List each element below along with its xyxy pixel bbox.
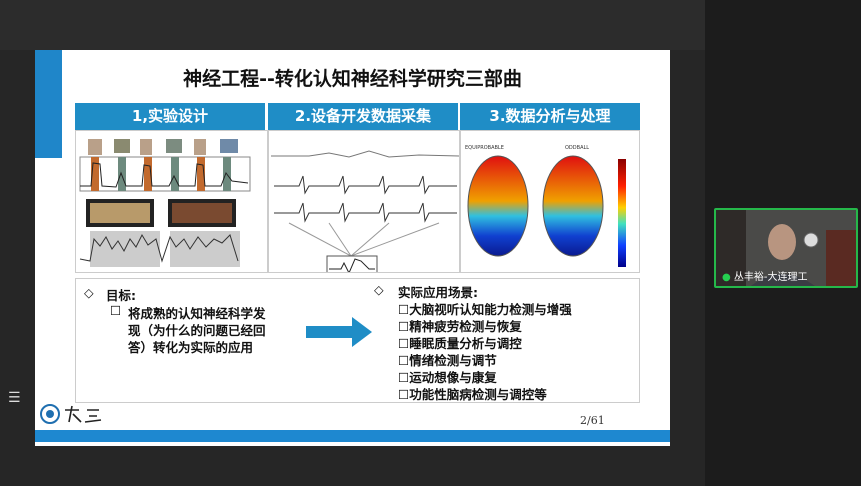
- page-number: 2/61: [580, 414, 605, 427]
- participant-avatar: [716, 210, 856, 286]
- app-item: ☐睡眠质量分析与调控: [398, 336, 522, 351]
- menu-icon[interactable]: ☰: [8, 390, 21, 406]
- diamond-icon: ◇: [84, 285, 94, 300]
- goal-label: 目标:: [106, 288, 136, 303]
- top-bar: [0, 0, 705, 50]
- goal-line: 现（为什么的问题已经回: [128, 323, 266, 338]
- slide-title: 神经工程--转化认知神经科学研究三部曲: [183, 68, 522, 90]
- goal-line: 将成熟的认知神经科学发: [128, 306, 266, 321]
- header-data-analysis: 3.数据分析与处理: [460, 103, 640, 130]
- app-item: ☐功能性脑病检测与调控等: [398, 387, 547, 402]
- arrow-right-icon: [306, 317, 372, 347]
- data-acquisition-figure: [268, 130, 460, 273]
- header-experiment-design: 1,实验设计: [75, 103, 265, 130]
- microphone-icon: ●: [722, 272, 731, 283]
- header-device-data: 2.设备开发数据采集: [268, 103, 458, 130]
- topo-label-equiprobable: EQUIPROBABLE: [465, 145, 504, 151]
- app-item: ☐运动想像与康复: [398, 370, 497, 385]
- shared-slide: 神经工程--转化认知神经科学研究三部曲 1,实验设计 2.设备开发数据采集 3.…: [35, 50, 670, 446]
- goals-and-applications: ◇ 目标: ☐ 将成熟的认知神经科学发 现（为什么的问题已经回 答）转化为实际的…: [75, 278, 640, 403]
- app-item: ☐情绪检测与调节: [398, 353, 497, 368]
- slide-footer-bar: [35, 430, 670, 442]
- topography-figure: EQUIPROBABLE ODDBALL: [460, 130, 640, 273]
- diamond-icon: ◇: [374, 282, 384, 297]
- app-item: ☐大脑视听认知能力检测与增强: [398, 302, 572, 317]
- experiment-figure: [75, 130, 268, 273]
- slide-accent-bar: [35, 50, 62, 158]
- app-item: ☐精神疲劳检测与恢复: [398, 319, 522, 334]
- apps-label: 实际应用场景:: [398, 285, 478, 300]
- topo-label-oddball: ODDBALL: [565, 145, 590, 151]
- university-logo: [40, 404, 102, 424]
- goal-line: 答）转化为实际的应用: [128, 340, 254, 355]
- participant-name: ● 丛丰裕-大连理工: [722, 272, 808, 283]
- participant-video[interactable]: ● 丛丰裕-大连理工: [714, 208, 858, 288]
- checkbox-icon: ☐: [110, 303, 122, 318]
